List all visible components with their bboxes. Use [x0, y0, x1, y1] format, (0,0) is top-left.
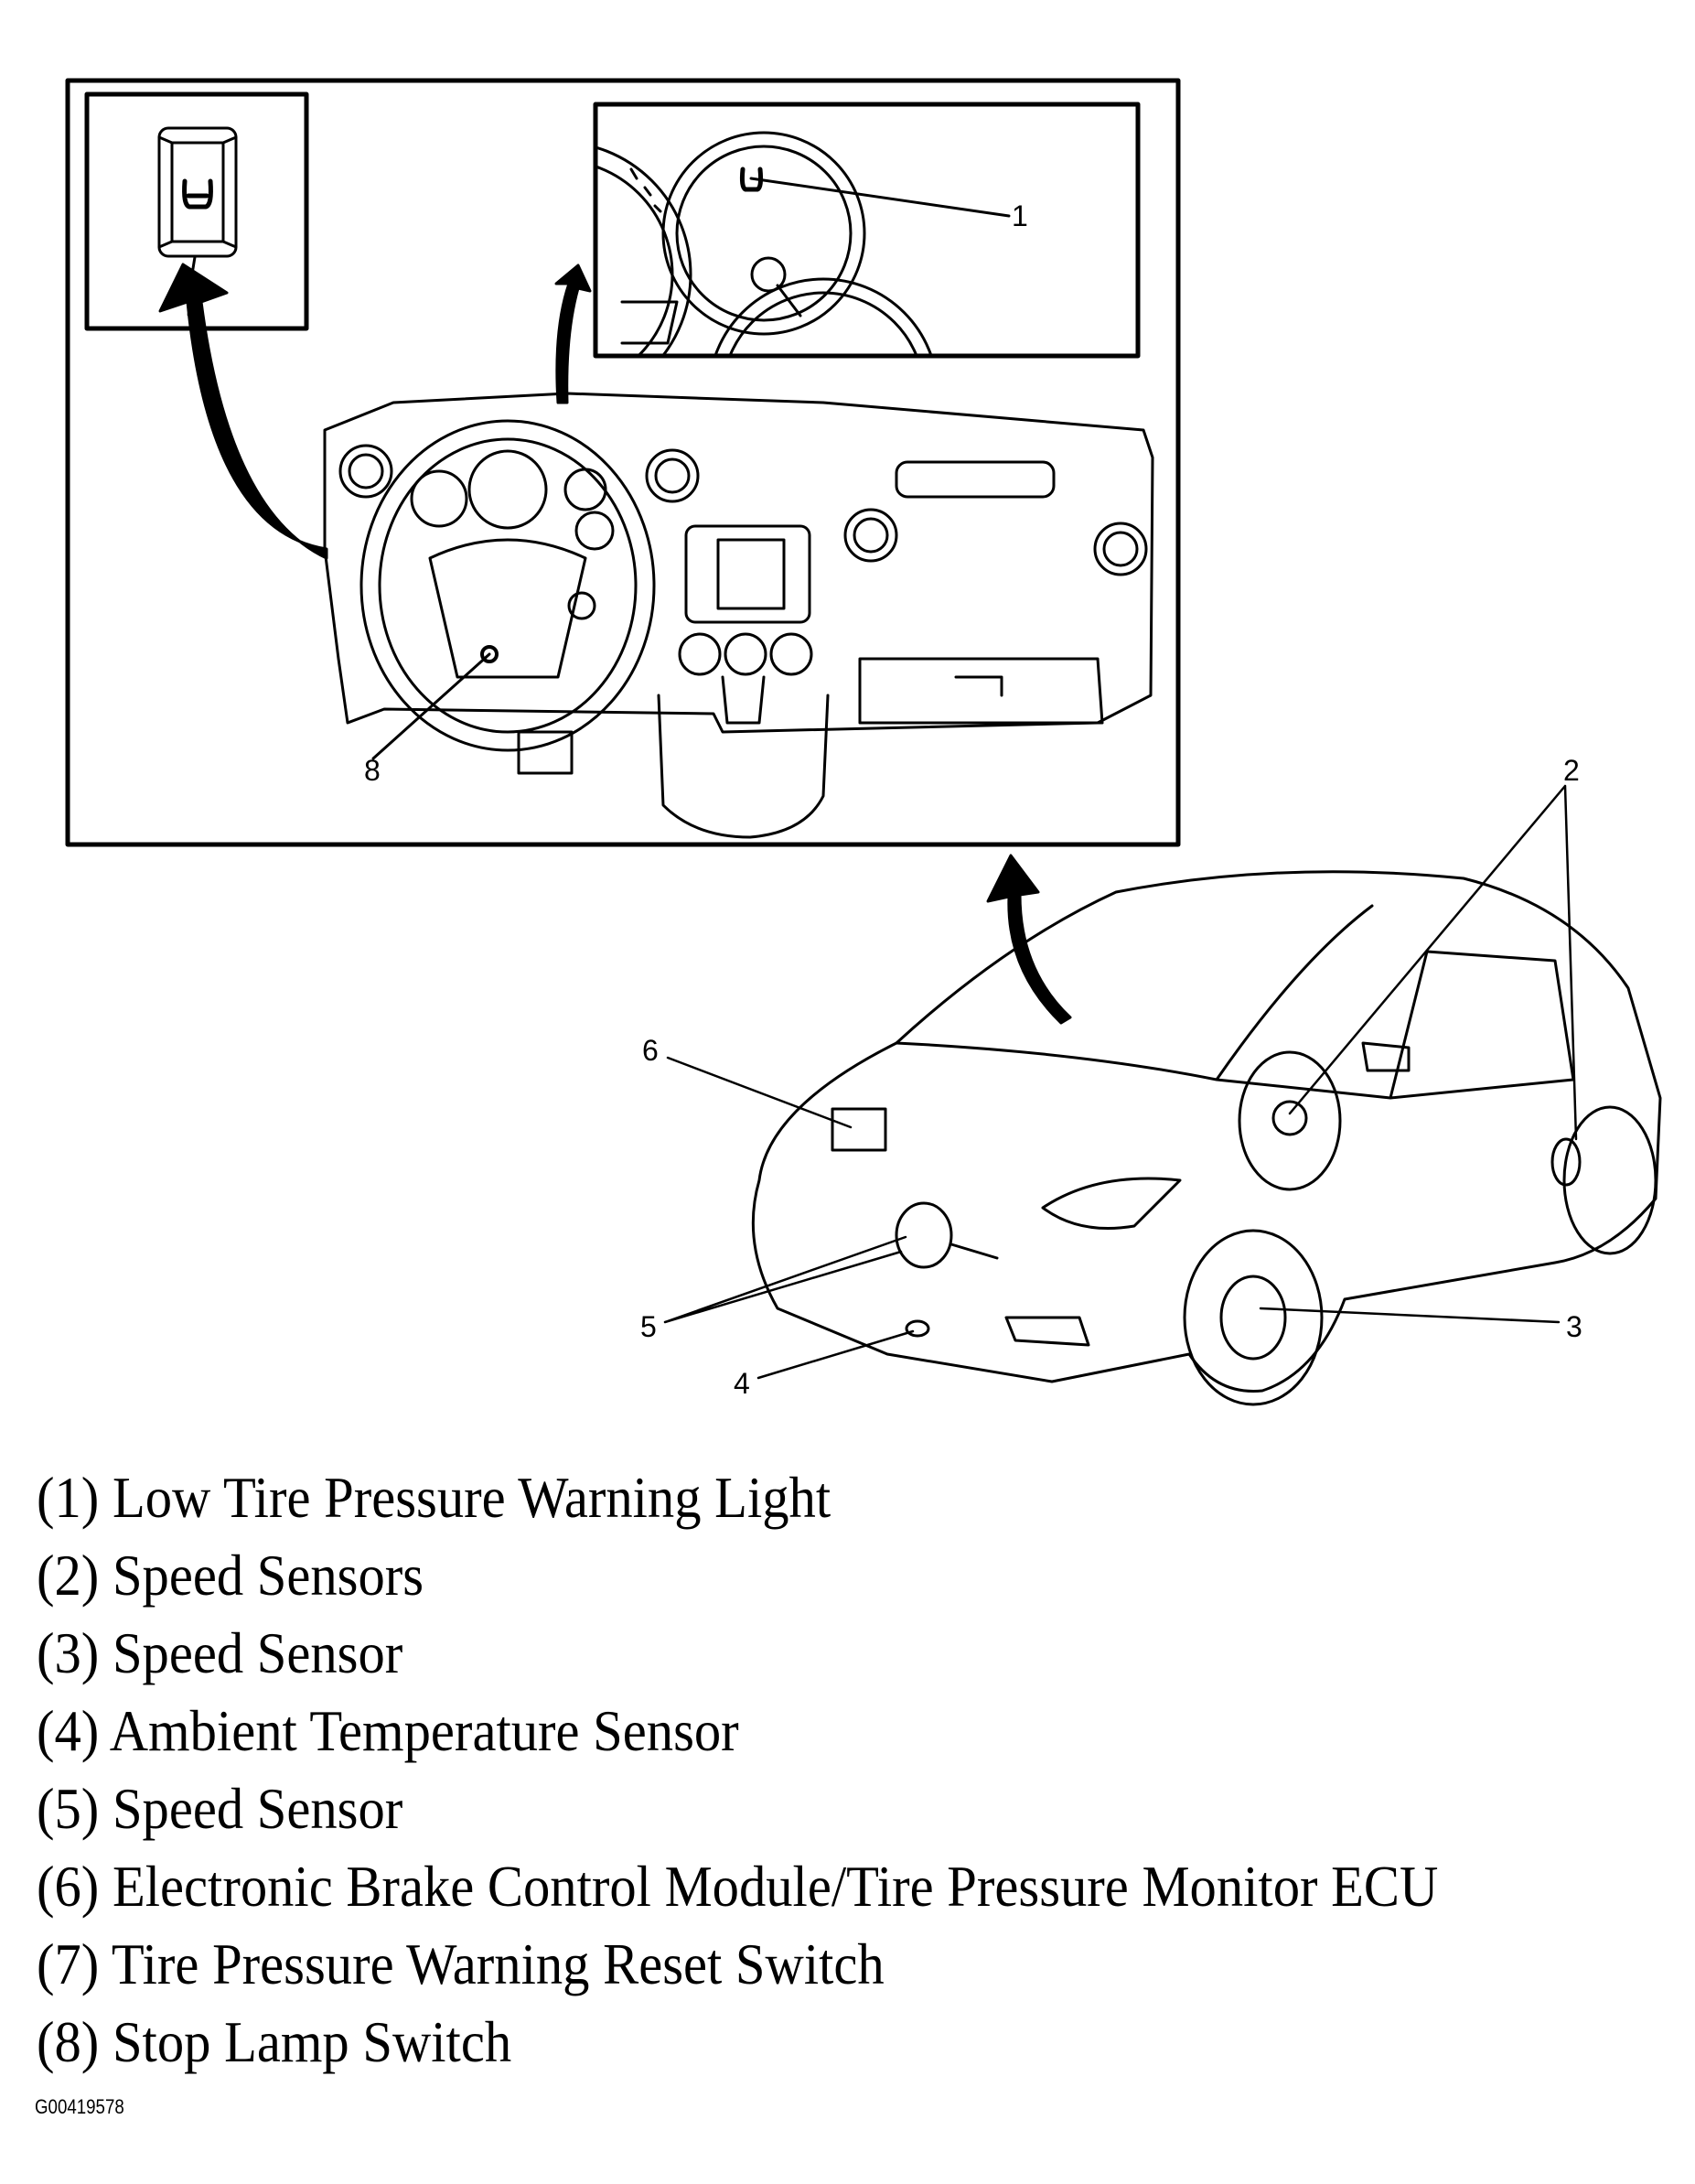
legend-item: (3) Speed Sensor	[37, 1621, 403, 1685]
reset-switch-drawing	[157, 126, 238, 258]
callout-5: 5	[640, 1310, 657, 1343]
legend-item: (4) Ambient Temperature Sensor	[37, 1699, 739, 1763]
dashboard-view-frame	[65, 78, 1181, 847]
legend-item: (2) Speed Sensors	[37, 1544, 424, 1608]
legend-item: (5) Speed Sensor	[37, 1777, 403, 1841]
callout-1: 1	[1012, 199, 1028, 232]
instrument-cluster-inset	[593, 102, 1141, 359]
callout-3: 3	[1566, 1310, 1582, 1343]
legend-item: (1) Low Tire Pressure Warning Light	[37, 1466, 831, 1530]
legend-item: (8) Stop Lamp Switch	[37, 2010, 512, 2074]
callout-6: 6	[642, 1034, 659, 1067]
callout-2: 2	[1563, 754, 1580, 787]
arrow-to-dashboard-view	[986, 854, 1072, 1025]
callout-4: 4	[734, 1367, 750, 1400]
arrow-to-cluster-inset	[554, 264, 592, 404]
callout-leaders	[663, 784, 1578, 1380]
legend-item: (7) Tire Pressure Warning Reset Switch	[37, 1932, 885, 1996]
dashboard-drawing	[323, 392, 1154, 839]
legend-item: (6) Electronic Brake Control Module/Tire…	[37, 1855, 1439, 1919]
callout-8: 8	[364, 754, 381, 787]
figure-id: G00419578	[35, 2095, 124, 2118]
component-legend: (1) Low Tire Pressure Warning Light (2) …	[37, 1459, 1544, 2082]
tire-pressure-icon	[182, 178, 213, 210]
arrow-to-reset-switch-inset	[158, 263, 328, 560]
callout-7: 7	[182, 289, 198, 322]
vehicle-drawing	[751, 870, 1662, 1406]
